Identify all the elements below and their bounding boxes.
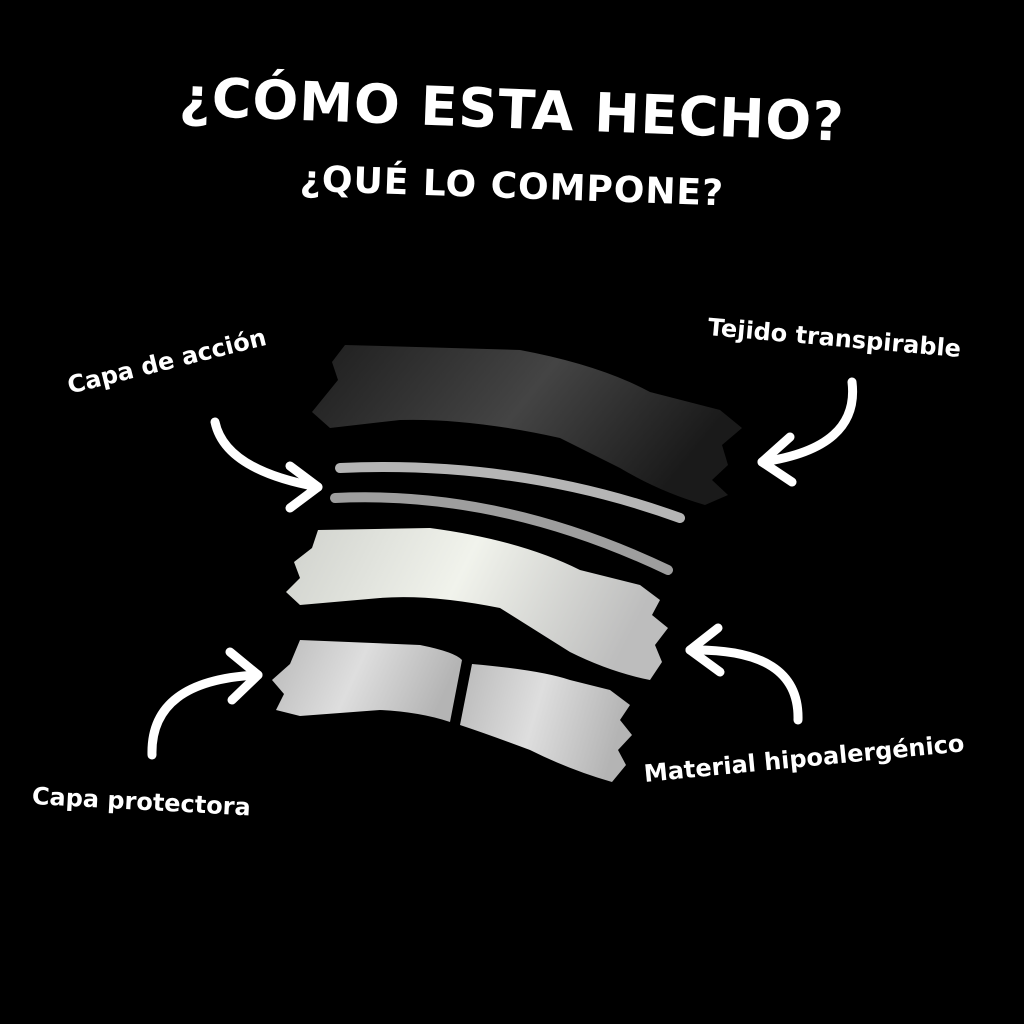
layer-capa-protectora-right <box>460 664 632 782</box>
arrow-tejido <box>757 377 858 467</box>
layer-strip-1 <box>335 462 685 523</box>
arrow-capa-protectora <box>147 670 263 760</box>
layer-strip-2 <box>330 492 673 575</box>
layer-material-hipoalergenico <box>286 528 668 680</box>
arrow-head-capa-accion <box>285 461 323 513</box>
layer-tejido-transpirable <box>312 345 742 505</box>
arrow-head-material <box>685 623 725 677</box>
arrow-capa-accion <box>210 417 323 492</box>
arrow-material <box>685 645 803 725</box>
arrow-head-capa-protectora <box>225 647 263 705</box>
layer-capa-protectora-left <box>272 640 462 722</box>
arrow-head-tejido <box>757 432 797 487</box>
